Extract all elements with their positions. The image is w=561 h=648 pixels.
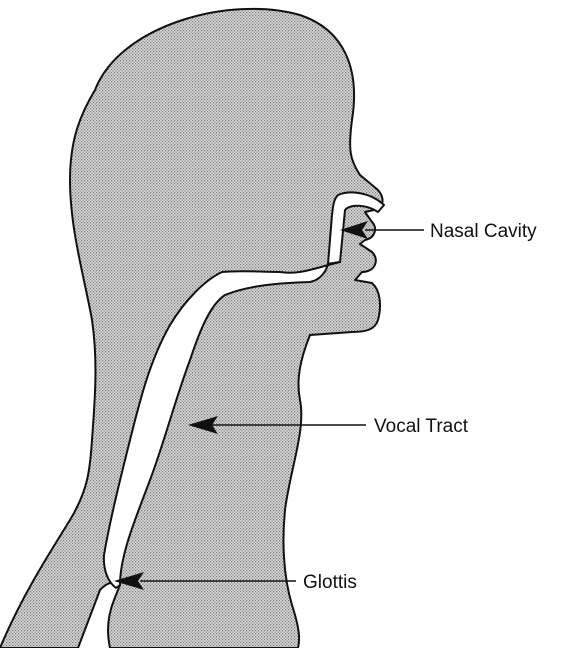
vocal-tract-label: Vocal Tract: [374, 416, 469, 437]
nasal-cavity-label: Nasal Cavity: [430, 221, 537, 242]
glottis-label: Glottis: [303, 572, 357, 593]
